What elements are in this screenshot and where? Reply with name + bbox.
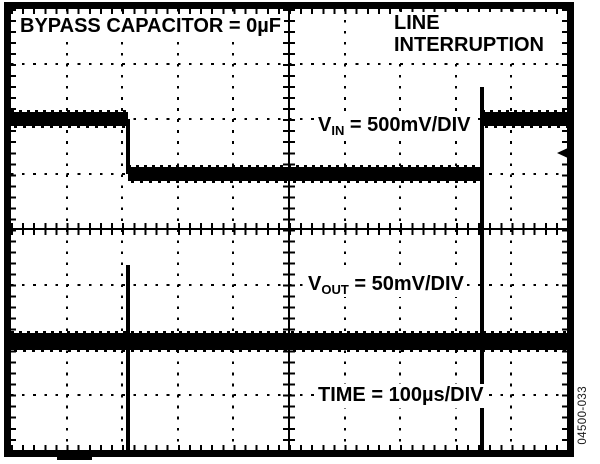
trace-spike-vout	[126, 264, 131, 452]
gridline-horizontal	[11, 118, 567, 121]
vin-scale-label: VIN = 500mV/DIV	[315, 114, 474, 138]
gridline-horizontal	[11, 393, 567, 396]
gridline-horizontal	[11, 63, 567, 66]
gridline-horizontal	[11, 283, 567, 286]
time-scale-label: TIME = 100µs/DIV	[315, 384, 487, 408]
trace-band-vin	[481, 110, 568, 129]
trace-spike-vout	[479, 87, 484, 452]
gridline-vertical	[399, 9, 402, 450]
gridline-vertical	[343, 9, 346, 450]
trace-band-vin	[128, 165, 482, 184]
center-vertical-axis	[288, 9, 290, 450]
condition-text: BYPASS CAPACITOR = 0µF	[20, 15, 282, 37]
gridline-vertical	[121, 9, 124, 450]
event-text-line2: INTERRUPTION	[394, 34, 544, 56]
trace-band-vout	[11, 330, 567, 352]
trace-edge-vin	[126, 119, 131, 175]
trace-band-vin	[11, 110, 129, 129]
gridline-vertical	[454, 9, 457, 450]
figure-number: 04500-033	[577, 386, 589, 445]
gridline-vertical	[176, 9, 179, 450]
gridline-vertical	[232, 9, 235, 450]
graticule-frame	[4, 2, 574, 457]
event-label: LINE INTERRUPTION	[391, 12, 547, 56]
vout-scale-label: VOUT = 50mV/DIV	[305, 273, 467, 297]
frame-notch	[57, 455, 92, 460]
condition-label: BYPASS CAPACITOR = 0µF	[17, 15, 285, 37]
gridline-vertical	[510, 9, 513, 450]
plot-area	[11, 9, 570, 452]
gridline-vertical	[65, 9, 68, 450]
event-text-line1: LINE	[394, 12, 440, 34]
trace-reference-arrow-icon	[556, 147, 570, 160]
